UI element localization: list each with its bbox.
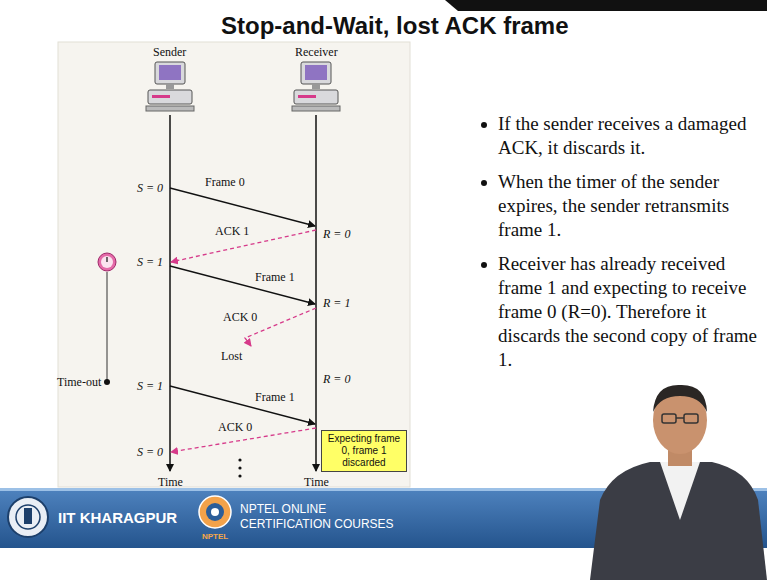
host-name: Sender (153, 45, 186, 59)
axis-label: Time (304, 475, 329, 489)
presenter (590, 385, 767, 580)
callout-box: Expecting frame 0, frame 1 discarded (321, 430, 407, 472)
cpu-case (148, 90, 192, 104)
logo-center (211, 508, 219, 516)
timer-symbol (98, 253, 116, 385)
frame-arrow (170, 386, 315, 424)
sequence-state: R = 0 (323, 372, 350, 386)
keyboard (146, 106, 194, 111)
suit (590, 462, 767, 580)
clock-hand (106, 257, 107, 262)
bullet-text: If the sender receives a damaged ACK, it… (498, 113, 746, 158)
bullet-item: When the timer of the sender expires, th… (478, 170, 760, 242)
glasses (662, 414, 676, 423)
receiver-timeline (315, 115, 317, 471)
frame-arrow (170, 266, 315, 304)
lost-note: Lost (221, 349, 242, 363)
glasses (684, 414, 698, 423)
logo-core (206, 503, 224, 521)
drive-slot (298, 95, 316, 98)
ack-label: ACK 0 (223, 310, 257, 324)
sequence-state: S = 1 (137, 379, 163, 393)
sequence-state: R = 1 (323, 296, 350, 310)
logo-tower (24, 508, 32, 524)
logo-disc (199, 496, 231, 528)
slide-title: Stop-and-Wait, lost ACK frame (221, 12, 569, 40)
logo-disc (8, 497, 48, 537)
bullet-text: Receiver has already received frame 1 an… (498, 253, 757, 370)
frame-label: Frame 0 (205, 175, 245, 189)
sequence-state: S = 0 (137, 181, 163, 195)
bullet-item: If the sender receives a damaged ACK, it… (478, 112, 760, 160)
frame-arrow (170, 188, 315, 226)
bullet-text: When the timer of the sender expires, th… (498, 171, 729, 240)
shirt (660, 462, 700, 520)
nptel-logo (199, 496, 231, 528)
glasses-bridge (676, 417, 684, 419)
ack-label: ACK 0 (218, 420, 252, 434)
bullet-dot (481, 262, 487, 268)
sender-computer (146, 62, 194, 111)
iit-logo (8, 497, 48, 537)
clock-face (101, 256, 113, 268)
keyboard (292, 106, 340, 111)
frame-label: Frame 1 (255, 270, 295, 284)
stand (312, 84, 320, 89)
host-name: Receiver (295, 45, 338, 59)
dot (238, 458, 241, 461)
axis-label: Time (158, 475, 183, 489)
bullet-item: Receiver has already received frame 1 an… (478, 252, 760, 372)
bullet-dot (481, 122, 487, 128)
receiver-computer (292, 62, 340, 111)
timeout-dot (104, 379, 110, 385)
bullet-dot (481, 180, 487, 186)
dot (238, 466, 241, 469)
logo-ring (16, 505, 40, 529)
stand (166, 84, 174, 89)
sender-timeline (169, 115, 171, 471)
screen (159, 65, 181, 80)
sequence-state: S = 1 (137, 255, 163, 269)
dot (238, 474, 241, 477)
monitor (155, 62, 185, 84)
sequence-state: R = 0 (323, 227, 350, 241)
clock (98, 253, 116, 271)
logo-caption: NPTEL (202, 532, 228, 542)
ack-label: ACK 1 (215, 224, 249, 238)
continuation-dots (238, 458, 241, 477)
sequence-state: S = 0 (137, 445, 163, 459)
course-banner: NPTEL ONLINE CERTIFICATION COURSES (240, 502, 415, 532)
diagram-panel (58, 42, 410, 487)
drive-slot (152, 95, 170, 98)
header-band (445, 0, 767, 11)
timer-line (107, 272, 108, 381)
timeout-label: Time-out (57, 375, 101, 389)
cpu-case (294, 90, 338, 104)
bullet-list: If the sender receives a damaged ACK, it… (478, 112, 760, 382)
callout-text: Expecting frame 0, frame 1 discarded (326, 433, 402, 469)
hair (653, 385, 707, 412)
screen (305, 65, 327, 80)
frame-label: Frame 1 (255, 390, 295, 404)
monitor (301, 62, 331, 84)
institute-name: IIT KHARAGPUR (58, 509, 177, 527)
